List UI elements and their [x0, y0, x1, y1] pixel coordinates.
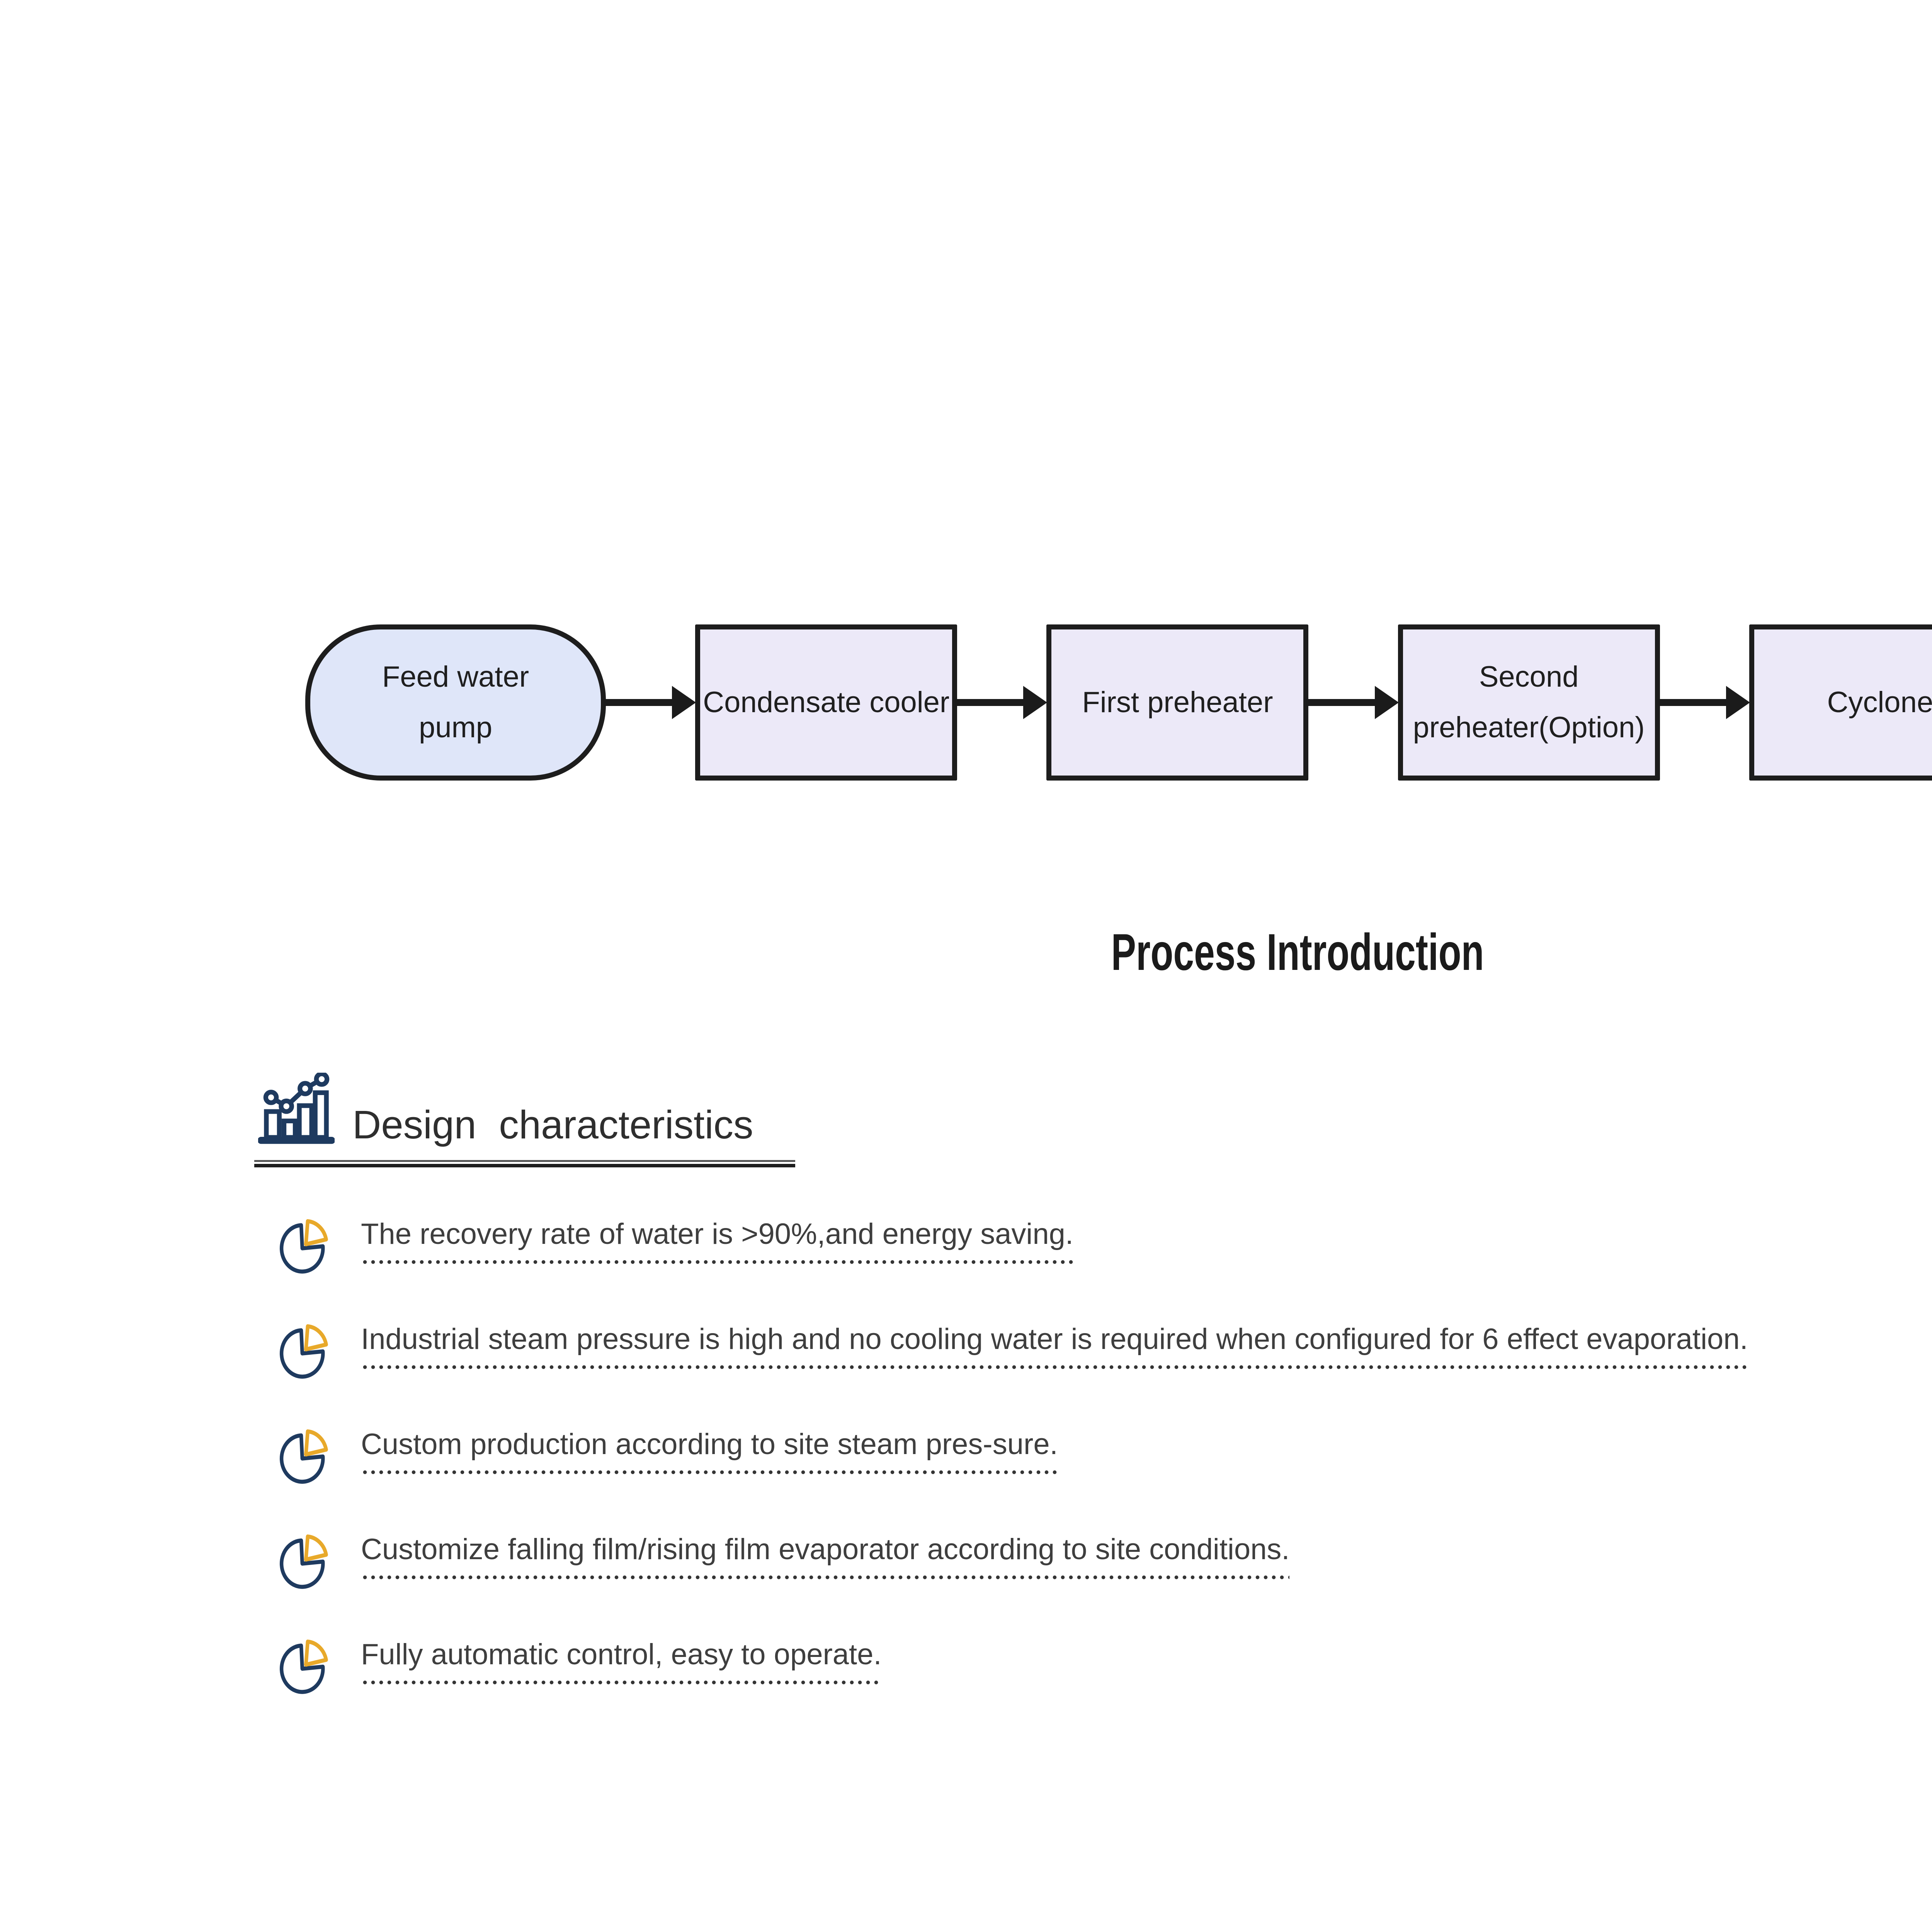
dotted-underline	[361, 1680, 882, 1686]
flow-node-condensate-cooler: Condensate cooler	[695, 624, 957, 781]
flow-node-cyclone: Cyclone	[1749, 624, 1932, 781]
bullet-body: The recovery rate of water is >90%,and e…	[361, 1216, 1073, 1265]
dotted-underline	[361, 1364, 1748, 1370]
design-characteristics-list: The recovery rate of water is >90%,and e…	[279, 1216, 1748, 1742]
list-item: The recovery rate of water is >90%,and e…	[279, 1216, 1748, 1274]
bullet-text: The recovery rate of water is >90%,and e…	[361, 1218, 1073, 1250]
dotted-underline	[361, 1259, 1073, 1265]
dotted-underline	[361, 1470, 1058, 1475]
bullet-body: Fully automatic control, easy to operate…	[361, 1637, 882, 1686]
underline-top-line	[254, 1160, 795, 1162]
dotted-underline	[361, 1575, 1290, 1580]
pie-chart-icon	[279, 1640, 328, 1694]
process-flowchart: Feed water pump Condensate cooler First …	[305, 624, 1932, 781]
list-item: Custom production according to site stea…	[279, 1427, 1748, 1485]
pie-chart-icon	[279, 1324, 328, 1379]
pie-chart-icon	[279, 1219, 328, 1274]
pie-chart-icon	[279, 1429, 328, 1484]
bullet-body: Custom production according to site stea…	[361, 1427, 1058, 1475]
list-item: Customize falling film/rising film evapo…	[279, 1532, 1748, 1590]
section-heading: Design characteristics	[352, 1102, 753, 1147]
flow-arrow-icon	[603, 624, 696, 781]
page-title: Process Introduction	[0, 923, 1932, 982]
bar-chart-trend-icon	[258, 1073, 335, 1144]
flow-node-second-preheater: Second preheater(Option)	[1398, 624, 1660, 781]
heading-underline	[254, 1160, 795, 1167]
bullet-text: Custom production according to site stea…	[361, 1428, 1058, 1461]
bullet-text: Fully automatic control, easy to operate…	[361, 1638, 882, 1671]
flow-node-first-preheater: First preheater	[1046, 624, 1309, 781]
design-characteristics-header: Design characteristics	[258, 1073, 753, 1149]
flow-node-feed-water-pump: Feed water pump	[305, 624, 606, 781]
flow-arrow-icon	[1306, 624, 1399, 781]
list-item: Industrial steam pressure is high and no…	[279, 1322, 1748, 1379]
flow-arrow-icon	[955, 624, 1048, 781]
list-item: Fully automatic control, easy to operate…	[279, 1637, 1748, 1695]
bullet-body: Customize falling film/rising film evapo…	[361, 1532, 1290, 1580]
bullet-text: Industrial steam pressure is high and no…	[361, 1323, 1748, 1356]
page-title-text: Process Introduction	[1111, 924, 1484, 981]
bullet-body: Industrial steam pressure is high and no…	[361, 1322, 1748, 1370]
underline-bottom-line	[254, 1164, 795, 1167]
flow-arrow-icon	[1657, 624, 1750, 781]
bullet-text: Customize falling film/rising film evapo…	[361, 1533, 1290, 1566]
pie-chart-icon	[279, 1534, 328, 1589]
